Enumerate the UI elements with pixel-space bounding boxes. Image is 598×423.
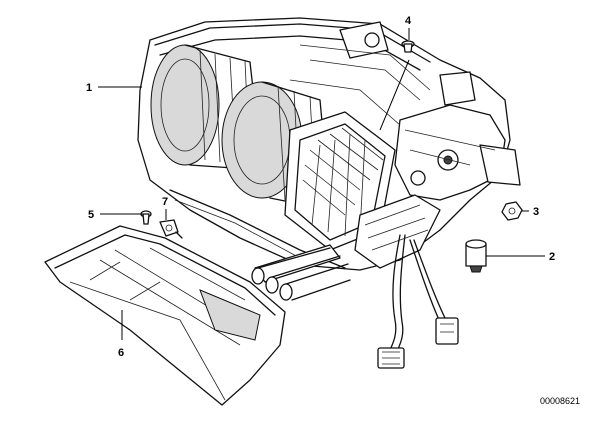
part-4-screw bbox=[401, 40, 415, 53]
wiring-harness bbox=[377, 234, 459, 369]
document-id: 00008621 bbox=[540, 396, 580, 406]
part-6-cover-panel bbox=[44, 225, 286, 406]
leader-lines bbox=[98, 28, 545, 340]
callout-1: 1 bbox=[86, 82, 92, 94]
callout-6: 6 bbox=[118, 347, 124, 359]
heater-housing-assembly bbox=[137, 17, 521, 271]
callout-labels: 1 2 3 4 5 6 7 bbox=[86, 15, 555, 359]
part-3-nut bbox=[501, 201, 523, 221]
heater-pipes bbox=[251, 244, 351, 301]
callout-2: 2 bbox=[549, 251, 555, 263]
callout-5: 5 bbox=[88, 209, 94, 221]
callout-4: 4 bbox=[405, 15, 412, 27]
part-2-sensor bbox=[465, 239, 487, 273]
part-5-screw bbox=[140, 210, 152, 225]
callout-7: 7 bbox=[162, 196, 168, 208]
callout-3: 3 bbox=[533, 206, 539, 218]
part-7-clip bbox=[159, 219, 183, 239]
